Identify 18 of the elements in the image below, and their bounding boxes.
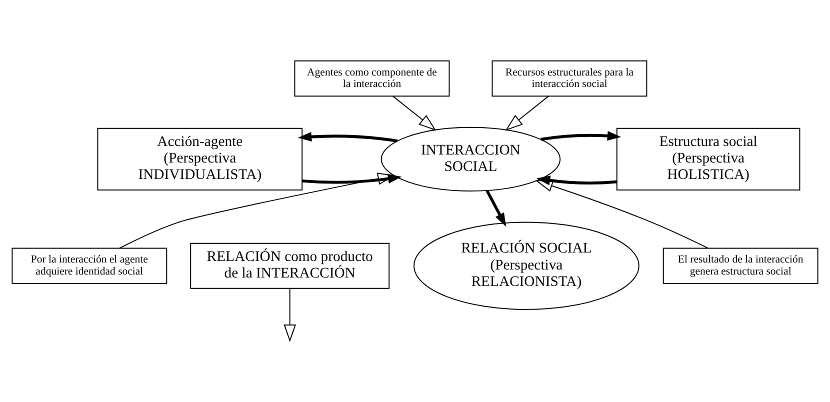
node-box: Agentes como componente de la interacción [294, 60, 450, 96]
arrow [486, 190, 506, 226]
arrow [119, 172, 396, 248]
node-ellipse: RELACIÓN SOCIAL (Perspectiva RELACIONISTA) [414, 221, 640, 310]
node-box: Recursos estructurales para la interacción social [492, 60, 648, 96]
arrow [284, 288, 296, 342]
arrow [505, 95, 550, 130]
arrow [535, 180, 709, 248]
arrow [392, 95, 436, 130]
node-box: Acción-agente (Perspectiva INDIVIDUALISTA) [97, 127, 303, 190]
arrow [540, 130, 622, 140]
node-box: El resultado de la interacción genera estructura social [662, 247, 818, 284]
node-box: Estructura social (Perspectiva HOLISTICA) [616, 127, 800, 190]
arrow [298, 132, 398, 142]
arrow [302, 174, 402, 184]
arrow [536, 175, 617, 185]
node-box: Por la interacción el agente adquiere identidad social [12, 247, 168, 284]
node-box: RELACIÓN como producto de la INTERACCIÓN [190, 242, 390, 288]
